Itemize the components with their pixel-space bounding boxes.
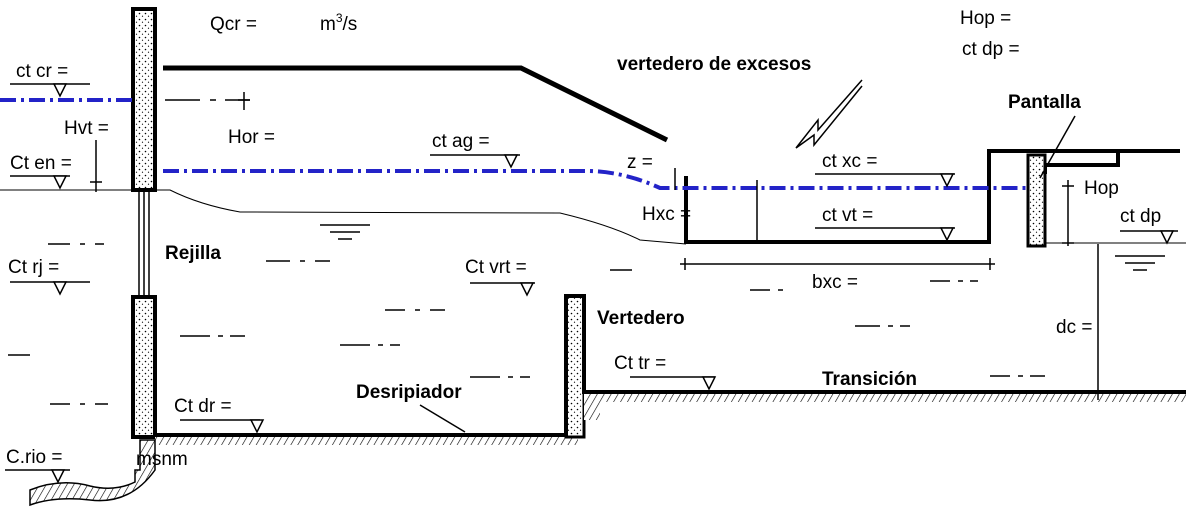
label-pantalla: Pantalla (1008, 92, 1081, 113)
label-ct-rj: Ct rj = (8, 257, 59, 278)
label-ct-dp-top: ct dp = (962, 39, 1020, 60)
label-z: z = (627, 152, 653, 173)
label-qcr: Qcr = (210, 14, 257, 35)
transition-ground-hatch (584, 394, 1186, 420)
label-qcr-unit: m3/s (320, 11, 357, 35)
channel-bed-line (155, 189, 687, 245)
water-body-marks (8, 99, 1165, 405)
label-hor: Hor = (228, 127, 275, 148)
label-vertedero: Vertedero (597, 308, 685, 329)
label-ct-dp: ct dp (1120, 206, 1161, 227)
label-ct-vt: ct vt = (822, 205, 873, 226)
label-dc: dc = (1056, 317, 1092, 338)
riverbed (29, 439, 156, 507)
excesos-pointer (795, 79, 863, 149)
label-ct-xc: ct xc = (822, 151, 877, 172)
pantalla-pointer (1039, 115, 1076, 179)
label-ct-cr: ct cr = (16, 61, 68, 82)
roof-slab (163, 65, 669, 143)
label-hxc: Hxc = (642, 204, 691, 225)
spillway-channel (684, 149, 1120, 244)
label-ct-ag: ct ag = (432, 131, 490, 152)
lower-wall (131, 295, 157, 439)
label-ct-tr: Ct tr = (614, 353, 666, 374)
label-rejilla: Rejilla (165, 243, 221, 264)
level-markers (5, 83, 1178, 484)
label-hop: Hop (1084, 178, 1119, 199)
label-bxc: bxc = (812, 272, 858, 293)
label-desripiador: Desripiador (356, 382, 462, 403)
label-hvt: Hvt = (64, 118, 109, 139)
label-hop-top: Hop = (960, 8, 1011, 29)
label-vertedero-excesos: vertedero de excesos (617, 54, 811, 75)
label-ct-vrt: Ct vrt = (465, 257, 527, 278)
upper-wall (131, 7, 157, 192)
dimension-lines (90, 92, 1099, 400)
label-ct-dr: Ct dr = (174, 396, 232, 417)
water-channel (163, 169, 1030, 190)
desripiador-ground-hatch (155, 425, 578, 445)
vertedero-wall (564, 294, 586, 439)
label-ct-en: Ct en = (10, 153, 72, 174)
vertedero-outline (564, 294, 1186, 437)
label-c-rio: C.rio = (6, 447, 63, 468)
label-msnm: msnm (136, 449, 188, 470)
pantalla-wall (1026, 153, 1047, 248)
desripiador-pointer (419, 404, 466, 433)
rejilla-bars (138, 190, 150, 297)
label-transicion: Transición (822, 369, 917, 390)
